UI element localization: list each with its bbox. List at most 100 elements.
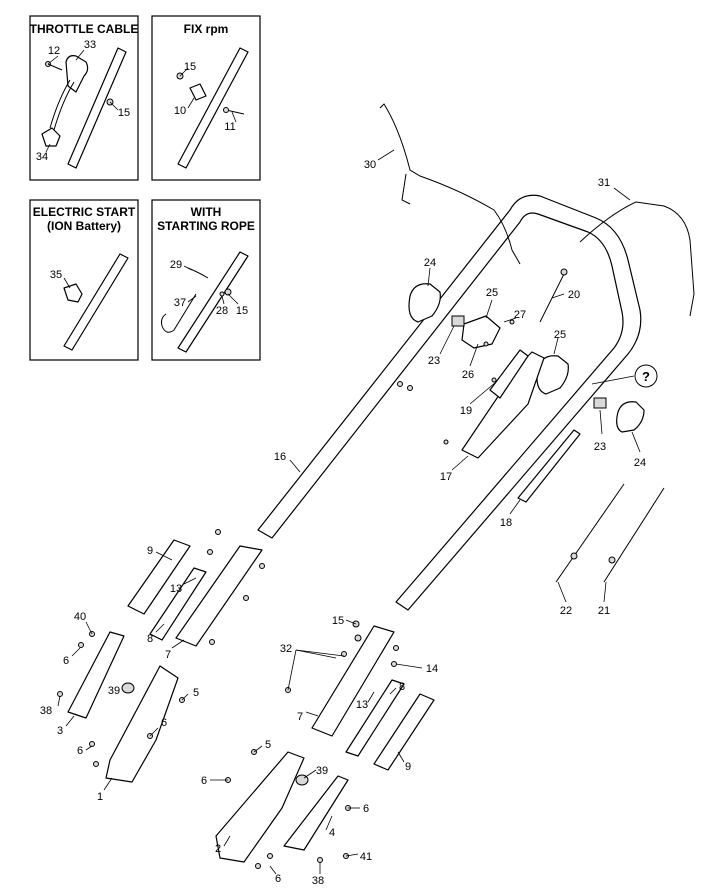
callout-31: 31: [598, 177, 610, 189]
callout-28: 28: [216, 305, 228, 317]
callout-17: 17: [440, 471, 452, 483]
upper-handle-16: [257, 194, 642, 611]
inset-title: ELECTRIC START: [33, 205, 136, 219]
callout-7: 7: [297, 711, 303, 723]
inset-title: FIX rpm: [184, 22, 229, 36]
inset-throttle-cable: THROTTLE CABLE: [29, 15, 139, 181]
callout-23: 23: [594, 441, 606, 453]
callout-41: 41: [360, 851, 372, 863]
callout-18: 18: [500, 517, 512, 529]
bracket-7-right: [311, 625, 395, 737]
callout-6: 6: [275, 873, 281, 885]
knob-24-top: [408, 283, 441, 323]
bar-18: [517, 429, 581, 503]
leader-lines: [45, 49, 641, 875]
callout-6: 6: [63, 655, 69, 667]
callout-6: 6: [201, 775, 207, 787]
callout-35: 35: [50, 269, 62, 281]
handle-tube-segment: [177, 47, 249, 169]
key-switch-cover: [63, 283, 83, 303]
cable-31: [579, 201, 695, 317]
handle-tube-segment: [177, 251, 249, 353]
lower-bracket-2: [215, 751, 305, 863]
cover-3: [67, 631, 125, 719]
cover-9-right: [373, 693, 435, 771]
bracket-8-left: [149, 567, 207, 641]
callout-29: 29: [170, 259, 182, 271]
callout-23: 23: [428, 355, 440, 367]
callout-6: 6: [363, 803, 369, 815]
callout-1: 1: [97, 791, 103, 803]
lever-17: [461, 351, 545, 459]
callout-8: 8: [399, 681, 405, 693]
bracket-8-right: [345, 679, 405, 757]
lever-19: [489, 349, 529, 399]
knob-24-right: [616, 401, 645, 433]
callout-11: 11: [224, 121, 235, 133]
inset-title: THROTTLE CABLE: [30, 22, 139, 36]
callout-7: 7: [165, 649, 171, 661]
cable-21: [603, 487, 665, 583]
lower-bracket-1: [105, 665, 179, 783]
callout-15: 15: [236, 305, 248, 317]
cover-4: [283, 775, 349, 851]
cable-22: [555, 483, 625, 583]
inset-starting-rope: WITH STARTING ROPE: [151, 199, 261, 361]
throttle-lever: [65, 55, 89, 93]
callout-38: 38: [312, 875, 324, 887]
callout-24: 24: [424, 257, 436, 269]
callout-25: 25: [554, 329, 566, 341]
inset-subtitle: (ION Battery): [47, 219, 121, 233]
knob-25-right: [536, 355, 569, 395]
callout-40: 40: [74, 611, 86, 623]
callout-16: 16: [274, 451, 286, 463]
throttle-cable-30: [379, 103, 521, 265]
callout-15: 15: [332, 615, 344, 627]
callout-14: 14: [426, 663, 438, 675]
callout-26: 26: [462, 369, 474, 381]
callout-37: 37: [174, 297, 186, 309]
callout-22: 22: [560, 605, 572, 617]
callout-30: 30: [364, 159, 376, 171]
callout-24: 24: [634, 457, 646, 469]
handle-tube-segment: [63, 253, 129, 351]
callout-12: 12: [48, 45, 60, 57]
inset-title: WITH: [191, 205, 222, 219]
inset-fix-rpm: FIX rpm: [151, 15, 261, 181]
bracket-7-left: [175, 545, 263, 647]
callout-13: 13: [356, 699, 368, 711]
callout-32: 32: [280, 643, 292, 655]
callout-25: 25: [486, 287, 498, 299]
bracket-25: [461, 315, 501, 349]
callout-15: 15: [184, 61, 196, 73]
callout-6: 6: [77, 745, 83, 757]
handle-tube-segment: [67, 47, 127, 169]
callout-3: 3: [57, 725, 63, 737]
inset-electric-start: ELECTRIC START (ION Battery): [29, 199, 139, 361]
cable-clip: [41, 127, 61, 147]
callout-5: 5: [193, 687, 199, 699]
callout-4: 4: [329, 827, 335, 839]
clip-23: [451, 315, 465, 327]
callout-13: 13: [170, 583, 182, 595]
inset-subtitle: STARTING ROPE: [157, 219, 255, 233]
callout-9: 9: [405, 761, 411, 773]
callout-21: 21: [598, 605, 610, 617]
callout-9: 9: [147, 545, 153, 557]
callout-6: 6: [161, 717, 167, 729]
callout-15: 15: [118, 107, 130, 119]
callout-2: 2: [215, 843, 221, 855]
callout-27: 27: [514, 309, 526, 321]
callout-38: 38: [40, 705, 52, 717]
question-marker: ?: [642, 369, 650, 384]
rpm-block: [189, 83, 207, 101]
callout-34: 34: [36, 151, 48, 163]
callout-8: 8: [147, 633, 153, 645]
callout-33: 33: [84, 39, 96, 51]
callout-39: 39: [108, 685, 120, 697]
callout-39: 39: [316, 765, 328, 777]
callout-19: 19: [460, 405, 472, 417]
callout-10: 10: [174, 105, 186, 117]
callout-20: 20: [568, 289, 580, 301]
